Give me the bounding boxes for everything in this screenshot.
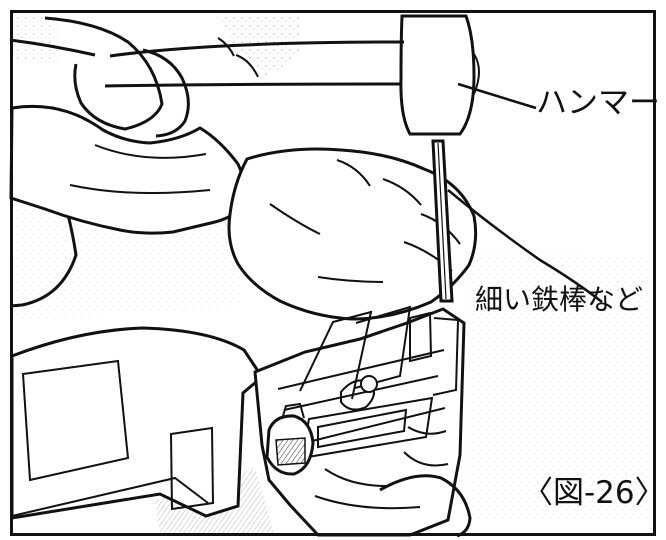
hammer-leader-line (457, 82, 537, 110)
hammer-label: ハンマー (536, 85, 660, 121)
hammer-head (399, 14, 476, 136)
rod-leader-line (447, 189, 603, 303)
rod-label: 細い鉄棒など (475, 283, 644, 316)
figure-number: 〈図-26〉 (522, 475, 666, 511)
